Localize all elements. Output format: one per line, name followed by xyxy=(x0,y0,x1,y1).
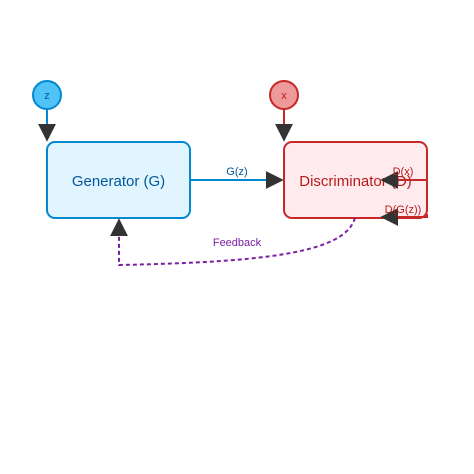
x-input-node[interactable] xyxy=(269,80,299,110)
z-input-label: z xyxy=(44,90,50,102)
generator-label: Generator (G) xyxy=(72,173,165,190)
z-input-node[interactable] xyxy=(32,80,62,110)
dx-edge-label: D(x) xyxy=(393,166,414,178)
feedback-edge xyxy=(110,217,356,267)
gz-edge-label: G(z) xyxy=(226,166,247,178)
generator-node[interactable] xyxy=(46,141,191,219)
dgz-edge xyxy=(380,208,428,226)
feedback-edge-label: Feedback xyxy=(213,237,262,249)
dgz-edge-label: D(G(z)) xyxy=(385,204,422,216)
x-input-label: x xyxy=(281,90,287,102)
